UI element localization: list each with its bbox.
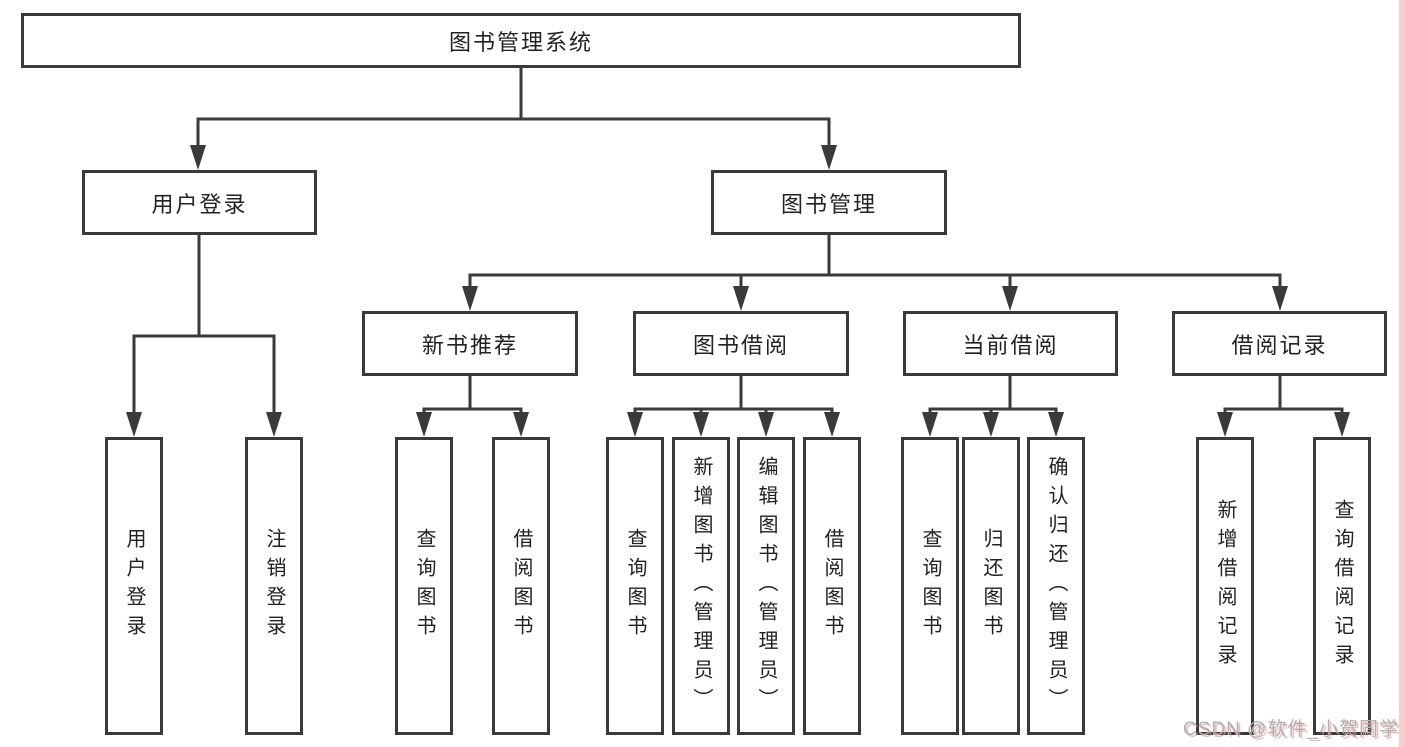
- leaf-user-login: 用户登录: [105, 437, 163, 735]
- node-label: 注销登录: [263, 528, 285, 644]
- leaf-borrow-edit-books-admin: 编辑图书（管理员）: [737, 437, 795, 735]
- node-label: 用户登录: [151, 191, 248, 217]
- node-label: 借阅图书: [510, 528, 532, 644]
- node-borrow-records: 借阅记录: [1172, 311, 1387, 376]
- leaf-current-query-books: 查询图书: [901, 437, 959, 735]
- node-library-management-system: 图书管理系统: [21, 13, 1021, 68]
- node-label: 借阅图书: [821, 528, 843, 644]
- leaf-borrow-add-books-admin: 新增图书（管理员）: [672, 437, 730, 735]
- leaf-records-add-borrow-record: 新增借阅记录: [1196, 437, 1254, 735]
- leaf-recommend-query-books: 查询图书: [395, 437, 453, 735]
- node-label: 查询借阅记录: [1331, 499, 1353, 673]
- leaf-borrow-query-books: 查询图书: [606, 437, 664, 735]
- leaf-logout: 注销登录: [245, 437, 303, 735]
- node-label: 编辑图书（管理员）: [755, 455, 777, 717]
- node-label: 新增借阅记录: [1214, 499, 1236, 673]
- node-label: 归还图书: [980, 528, 1002, 644]
- node-label: 图书管理: [780, 191, 877, 217]
- node-new-book-recommend: 新书推荐: [362, 311, 578, 376]
- node-label: 当前借阅: [962, 332, 1059, 358]
- leaf-current-return-books: 归还图书: [962, 437, 1020, 735]
- node-label: 借阅记录: [1231, 332, 1328, 358]
- node-label: 用户登录: [123, 528, 145, 644]
- node-current-borrow: 当前借阅: [903, 311, 1118, 376]
- node-label: 图书借阅: [692, 332, 789, 358]
- leaf-records-query-borrow-record: 查询借阅记录: [1313, 437, 1371, 735]
- node-book-borrow: 图书借阅: [633, 311, 849, 376]
- node-user-login: 用户登录: [82, 170, 317, 235]
- node-book-management: 图书管理: [711, 170, 947, 235]
- leaf-borrow-borrow-books: 借阅图书: [803, 437, 861, 735]
- node-label: 查询图书: [413, 528, 435, 644]
- right-edge-pink-strip: [1399, 0, 1405, 747]
- leaf-recommend-borrow-books: 借阅图书: [492, 437, 550, 735]
- csdn-watermark: CSDN @软件_小贺同学: [1183, 719, 1399, 740]
- node-label: 查询图书: [624, 528, 646, 644]
- node-label: 新增图书（管理员）: [690, 455, 712, 717]
- node-label: 新书推荐: [421, 332, 518, 358]
- node-label: 查询图书: [919, 528, 941, 644]
- leaf-current-confirm-return-admin: 确认归还（管理员）: [1027, 437, 1085, 735]
- node-label: 确认归还（管理员）: [1045, 455, 1067, 717]
- node-label: 图书管理系统: [448, 29, 593, 55]
